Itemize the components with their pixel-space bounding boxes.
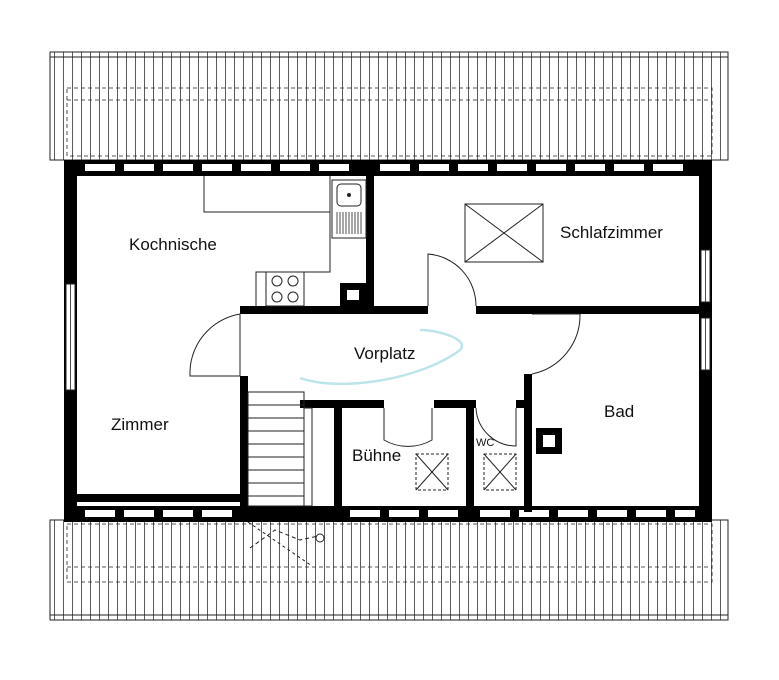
watermark-swoosh [299,328,464,386]
interior-walls [76,174,702,512]
kitchen-counter [203,176,331,306]
room-label-vorplatz: Vorplatz [354,344,415,363]
skylight-icon [415,203,544,491]
door-swing-icon [189,253,581,447]
chimney-icon [340,283,562,454]
roof-bottom [49,519,729,621]
room-label-bad: Bad [604,402,634,421]
room-label-buehne: Bühne [352,446,401,465]
stair-icon [247,391,325,567]
window-icon [65,249,711,391]
room-label-schlafzimmer: Schlafzimmer [560,223,663,242]
room-label-kochnische: Kochnische [129,235,217,254]
roof-top [49,51,729,161]
room-label-zimmer: Zimmer [111,415,169,434]
wall-window-markers [85,164,695,517]
sink-icon [331,179,367,239]
room-label-wc: WC [476,437,494,449]
stove-icon [265,271,305,307]
